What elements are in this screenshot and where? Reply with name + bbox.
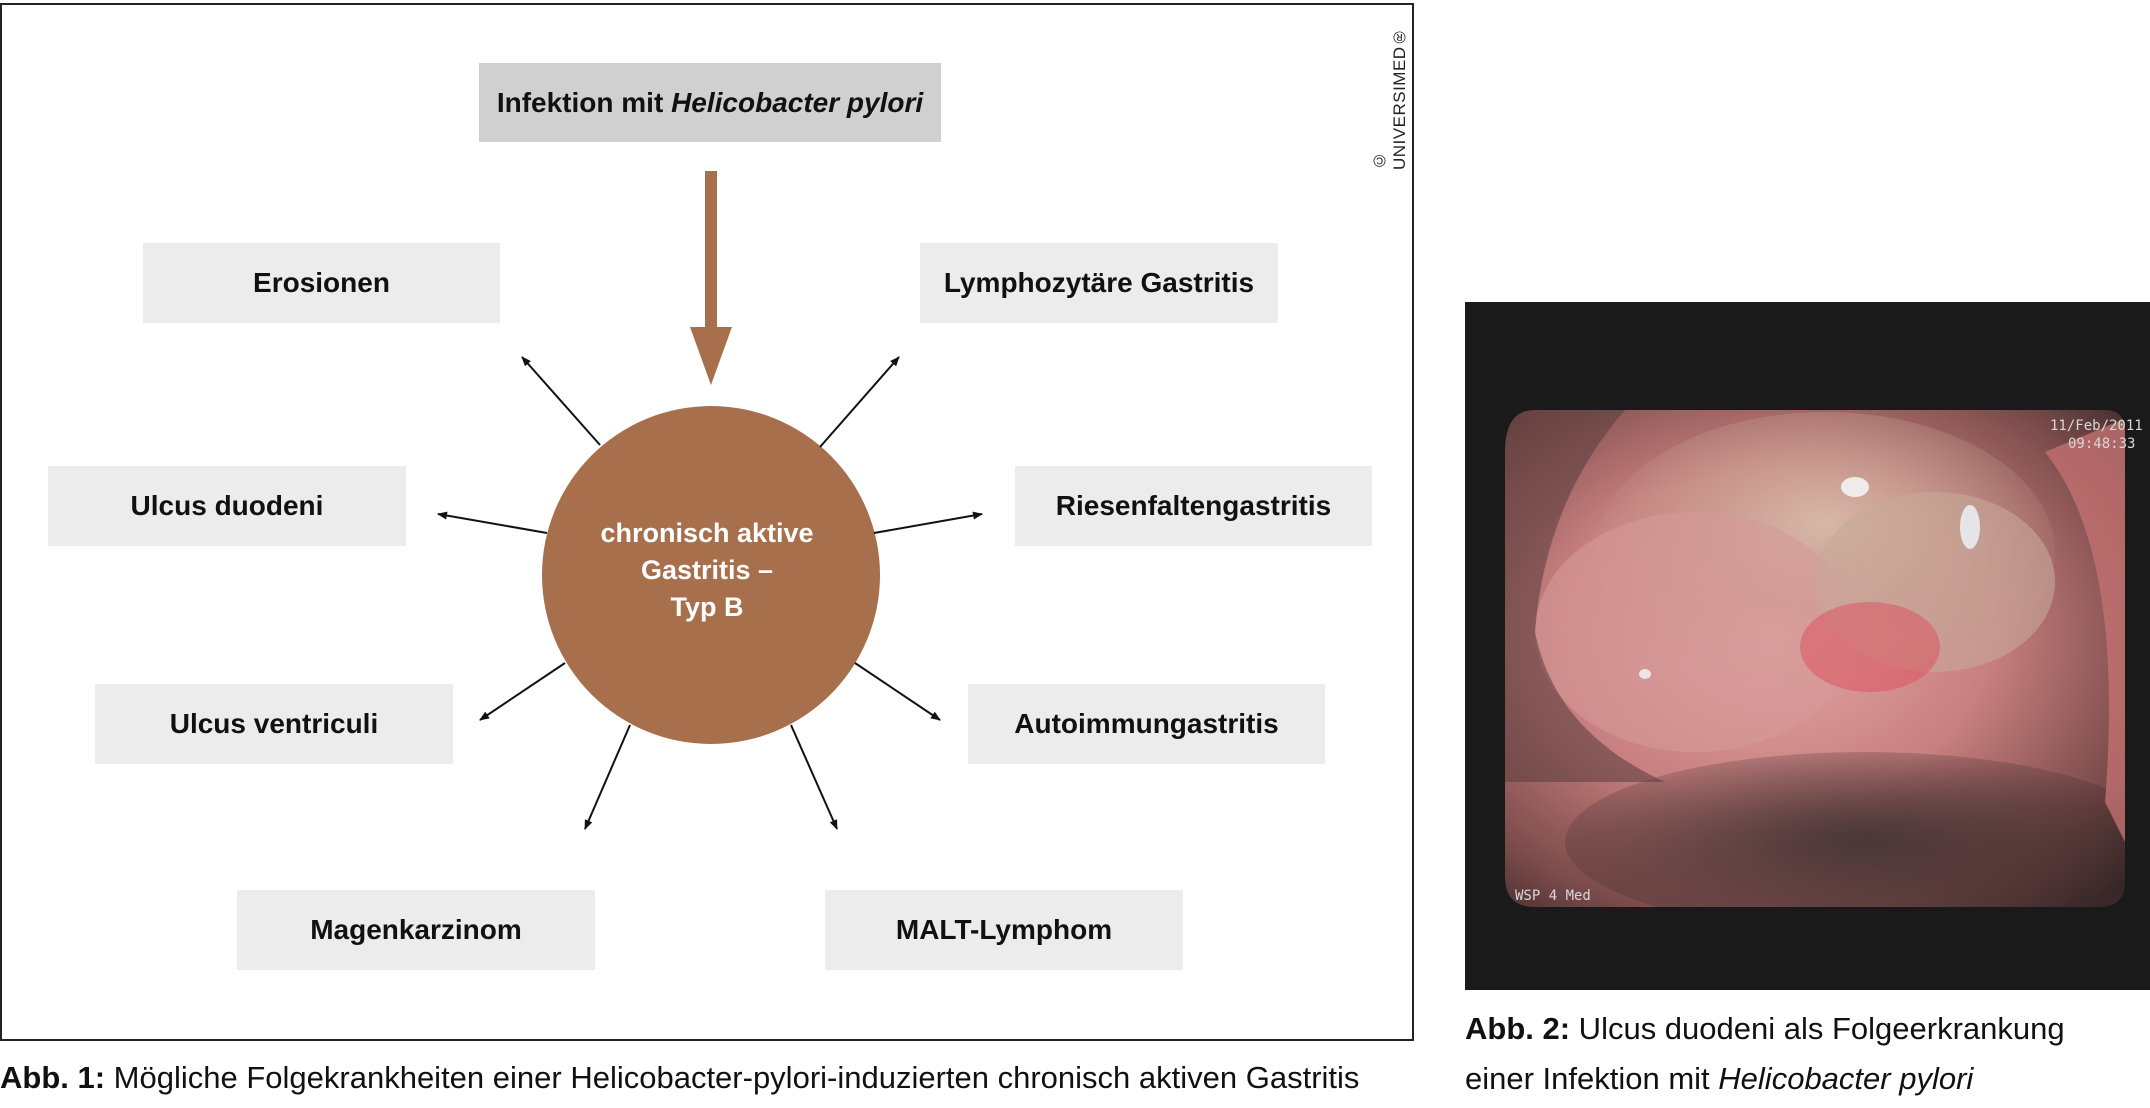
figure-2-caption-label: Abb. 2: — [1465, 1011, 1571, 1046]
node-erosionen: Erosionen — [143, 243, 500, 323]
node-magenkarzinom: Magenkarzinom — [237, 890, 595, 970]
arrow-to-ulcus-duodeni — [437, 511, 548, 534]
node-lymphozytaere-gastritis: Lymphozytäre Gastritis — [920, 243, 1278, 323]
figure-2-caption-italic: Helicobacter pylori — [1718, 1061, 1974, 1096]
arrow-to-malt — [790, 724, 838, 830]
figure-2-caption-text-1: Ulcus duodeni als Folgeerkrankung — [1570, 1011, 2065, 1046]
center-label: chronisch aktive Gastritis – Typ B — [562, 515, 852, 626]
arrow-to-lymphozytaere — [819, 356, 900, 448]
arrow-to-magenkarzinom — [584, 724, 631, 830]
figure-2-caption: Abb. 2: Ulcus duodeni als Folgeerkrankun… — [1465, 1004, 2065, 1104]
node-source-prefix: Infektion mit — [496, 86, 672, 118]
node-malt-lymphom: MALT-Lymphom — [825, 890, 1183, 970]
figure-2-caption-text-2: einer Infektion mit — [1465, 1061, 1719, 1096]
overlay-time: 09:48:33 — [2068, 436, 2136, 452]
node-riesenfaltengastritis: Riesenfaltengastritis — [1015, 466, 1372, 546]
figure-2-caption-line-1: Abb. 2: Ulcus duodeni als Folgeerkrankun… — [1465, 1004, 2065, 1054]
figure-1-caption-text: Mögliche Folgekrankheiten einer Helicoba… — [105, 1060, 1360, 1095]
arrow-to-riesenfalten — [873, 511, 983, 534]
figure-1-caption: Abb. 1: Mögliche Folgekrankheiten einer … — [0, 1053, 1359, 1103]
arrow-to-ulcus-ventriculi — [479, 662, 566, 721]
copyright-notice: © UNIVERSIMED® — [1370, 26, 1409, 170]
node-ulcus-ventriculi: Ulcus ventriculi — [95, 684, 453, 764]
node-helicobacter-infection: Infektion mit Helicobacter pylori — [479, 63, 941, 142]
endoscopy-photo — [1505, 410, 2125, 907]
center-line-2: Gastritis – — [640, 555, 774, 585]
center-circle — [542, 406, 880, 744]
center-line-1: chronisch aktive — [600, 518, 814, 548]
main-arrow-shaft — [705, 171, 717, 331]
figure-1-diagram: Infektion mit Helicobacter pylori Erosio… — [0, 3, 1414, 1041]
figure-1-caption-label: Abb. 1: — [0, 1060, 106, 1095]
node-autoimmungastritis: Autoimmungastritis — [968, 684, 1325, 764]
main-arrow-head — [690, 327, 732, 385]
overlay-device: WSP 4 Med — [1515, 888, 1591, 904]
center-line-3: Typ B — [670, 592, 744, 622]
node-ulcus-duodeni: Ulcus duodeni — [48, 466, 406, 546]
figure-2-endoscopy-image: 11/Feb/2011 09:48:33 WSP 4 Med — [1465, 302, 2150, 990]
figure-2-caption-line-2: einer Infektion mit Helicobacter pylori — [1465, 1054, 2065, 1104]
overlay-date: 11/Feb/2011 — [2050, 418, 2143, 434]
node-source-italic: Helicobacter pylori — [671, 86, 924, 118]
arrow-to-autoimmun — [854, 662, 941, 721]
arrow-to-erosionen — [521, 356, 601, 446]
diagram-canvas — [437, 171, 983, 830]
